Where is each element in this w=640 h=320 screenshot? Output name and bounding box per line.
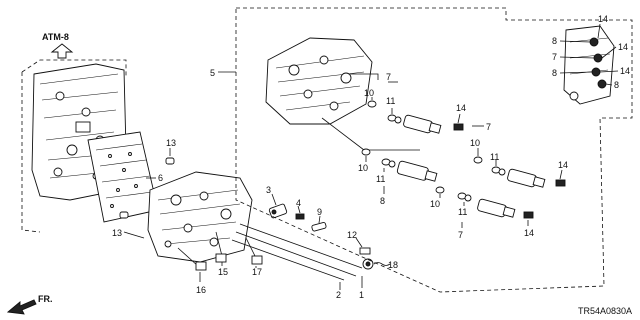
callout-5: 5	[210, 68, 215, 78]
inset-detail	[563, 25, 615, 105]
o-ring-11-b	[381, 158, 396, 168]
callout-11-a: 11	[386, 96, 395, 106]
valve-body-upper	[265, 37, 373, 125]
o-ring-10-b	[361, 148, 371, 156]
callout-14-c: 14	[524, 228, 534, 238]
o-ring-10-c	[473, 156, 483, 164]
solenoid-8-a	[403, 114, 442, 134]
valve-body-lower	[147, 171, 253, 263]
drawing-code: TR54A0830A	[578, 306, 632, 316]
callout-8-a: 7	[386, 72, 391, 82]
bolt-16	[177, 247, 207, 271]
callout-14-b: 14	[558, 160, 568, 170]
solenoid-8-b	[396, 160, 438, 182]
o-ring-11-d	[457, 192, 472, 202]
callout-11-d: 11	[458, 207, 467, 217]
callout-8-d: 8	[552, 68, 557, 78]
bolt-4	[295, 213, 305, 220]
o-ring-10-a	[367, 100, 377, 108]
bolt-15	[215, 231, 227, 263]
callout-7-d: 8	[614, 80, 619, 90]
bolt-12	[359, 247, 371, 255]
callout-14-f: 14	[620, 66, 630, 76]
callout-11-c: 11	[490, 152, 499, 162]
callout-7-a: 7	[486, 122, 491, 132]
bolt-17	[245, 237, 263, 265]
callout-14-a: 14	[456, 103, 466, 113]
callout-10-d: 10	[430, 199, 440, 209]
o-ring-11-a	[387, 114, 402, 124]
atm-ref-label: ATM-8	[42, 32, 69, 42]
housing-bracket	[21, 59, 127, 78]
callout-16: 16	[196, 285, 206, 295]
callout-13-lower: 13	[112, 228, 122, 238]
callout-3: 3	[266, 185, 271, 195]
dowel-pin-lower	[119, 211, 129, 219]
callout-12: 12	[347, 230, 357, 240]
callout-13-upper: 13	[166, 138, 176, 148]
callout-6: 6	[158, 173, 163, 183]
front-arrow-icon	[6, 299, 37, 315]
callout-10-c: 10	[470, 138, 480, 148]
callout-10-a: 10	[364, 88, 374, 98]
solenoid-3	[268, 203, 288, 219]
o-ring-11-c	[491, 166, 506, 176]
housing-bracket-left	[21, 72, 41, 233]
o-ring-10-d	[435, 186, 445, 194]
callout-18: 18	[388, 260, 398, 270]
up-arrow-icon	[50, 43, 74, 59]
filter-9	[311, 222, 327, 232]
separator-plate	[87, 131, 159, 223]
callout-4: 4	[296, 198, 301, 208]
callout-14-d: 14	[598, 14, 608, 24]
fr-label: FR.	[38, 294, 53, 304]
callout-17: 17	[252, 267, 262, 277]
callout-14-e: 14	[618, 42, 628, 52]
bolt-14-a	[453, 123, 464, 131]
solenoid-7-b	[477, 198, 516, 218]
bolt-14-c	[523, 211, 534, 219]
bolt-18	[362, 258, 374, 270]
callout-8-b: 8	[380, 196, 385, 206]
callout-8-c: 8	[552, 36, 557, 46]
callout-15: 15	[218, 267, 228, 277]
callout-2: 2	[336, 290, 341, 300]
bolt-14-b	[555, 179, 566, 187]
callout-9: 9	[317, 207, 322, 217]
callout-11-b: 11	[376, 174, 385, 184]
atm-reference: ATM-8	[42, 32, 74, 59]
callout-1: 1	[359, 290, 364, 300]
callout-7-b: 7	[458, 230, 463, 240]
solenoid-7-a	[507, 168, 546, 188]
dowel-pin-upper	[165, 157, 175, 165]
assembly-frame	[235, 7, 633, 293]
callout-10-b: 10	[358, 163, 368, 173]
callout-7-c: 7	[552, 52, 557, 62]
fr-direction: FR.	[6, 294, 53, 315]
